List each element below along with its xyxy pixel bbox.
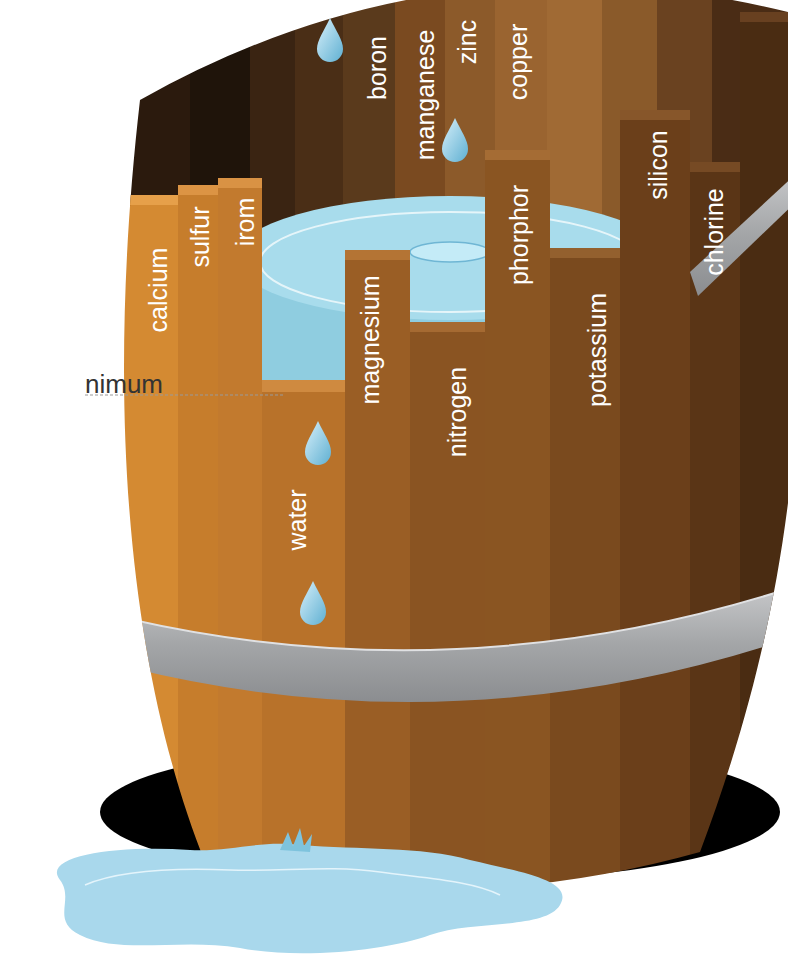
water-drop xyxy=(305,421,331,465)
water-drop xyxy=(442,118,468,162)
nutrient-label: calcium xyxy=(146,248,171,333)
stave-top xyxy=(550,248,620,258)
nutrient-label: copper xyxy=(506,24,531,100)
stave xyxy=(740,12,788,963)
stave-top xyxy=(690,162,740,172)
nutrient-label: water xyxy=(285,489,310,550)
water-drop xyxy=(300,581,326,625)
stave xyxy=(178,185,218,963)
water-splash xyxy=(410,242,490,262)
stave-top xyxy=(178,185,218,195)
stave-top xyxy=(100,195,178,205)
stave-top xyxy=(345,250,410,260)
stave xyxy=(550,248,620,963)
nutrient-label: sulfur xyxy=(188,206,213,267)
nutrient-label: irom xyxy=(233,198,258,247)
barrel-hoop xyxy=(690,170,788,296)
stave-top xyxy=(740,12,788,22)
stave xyxy=(485,150,550,963)
nutrient-label: manganese xyxy=(413,30,438,161)
nutrient-label: boron xyxy=(365,36,390,100)
water-splash xyxy=(280,828,312,852)
nutrient-label: phorphor xyxy=(507,185,532,285)
stave-top xyxy=(485,150,550,160)
hoop-highlight xyxy=(100,585,788,650)
stave-top xyxy=(218,178,262,188)
nutrient-label: chlorine xyxy=(702,188,727,276)
stave-top xyxy=(620,110,690,120)
nutrient-label: magnesium xyxy=(358,275,383,404)
puddle-highlight xyxy=(85,869,500,895)
barrel-hoop xyxy=(100,585,788,702)
nutrient-label: nitrogen xyxy=(445,367,470,457)
barrel-body xyxy=(100,0,788,963)
water-drop xyxy=(317,18,343,62)
nutrient-label: zinc xyxy=(455,20,480,64)
level-label: nimum xyxy=(85,371,163,397)
stave xyxy=(620,110,690,963)
stave xyxy=(100,195,178,963)
nutrient-label: silicon xyxy=(646,130,671,199)
nutrient-label: potassium xyxy=(585,293,610,407)
stave-top xyxy=(410,322,485,332)
water-puddle xyxy=(57,844,563,954)
stave-top xyxy=(262,380,345,392)
